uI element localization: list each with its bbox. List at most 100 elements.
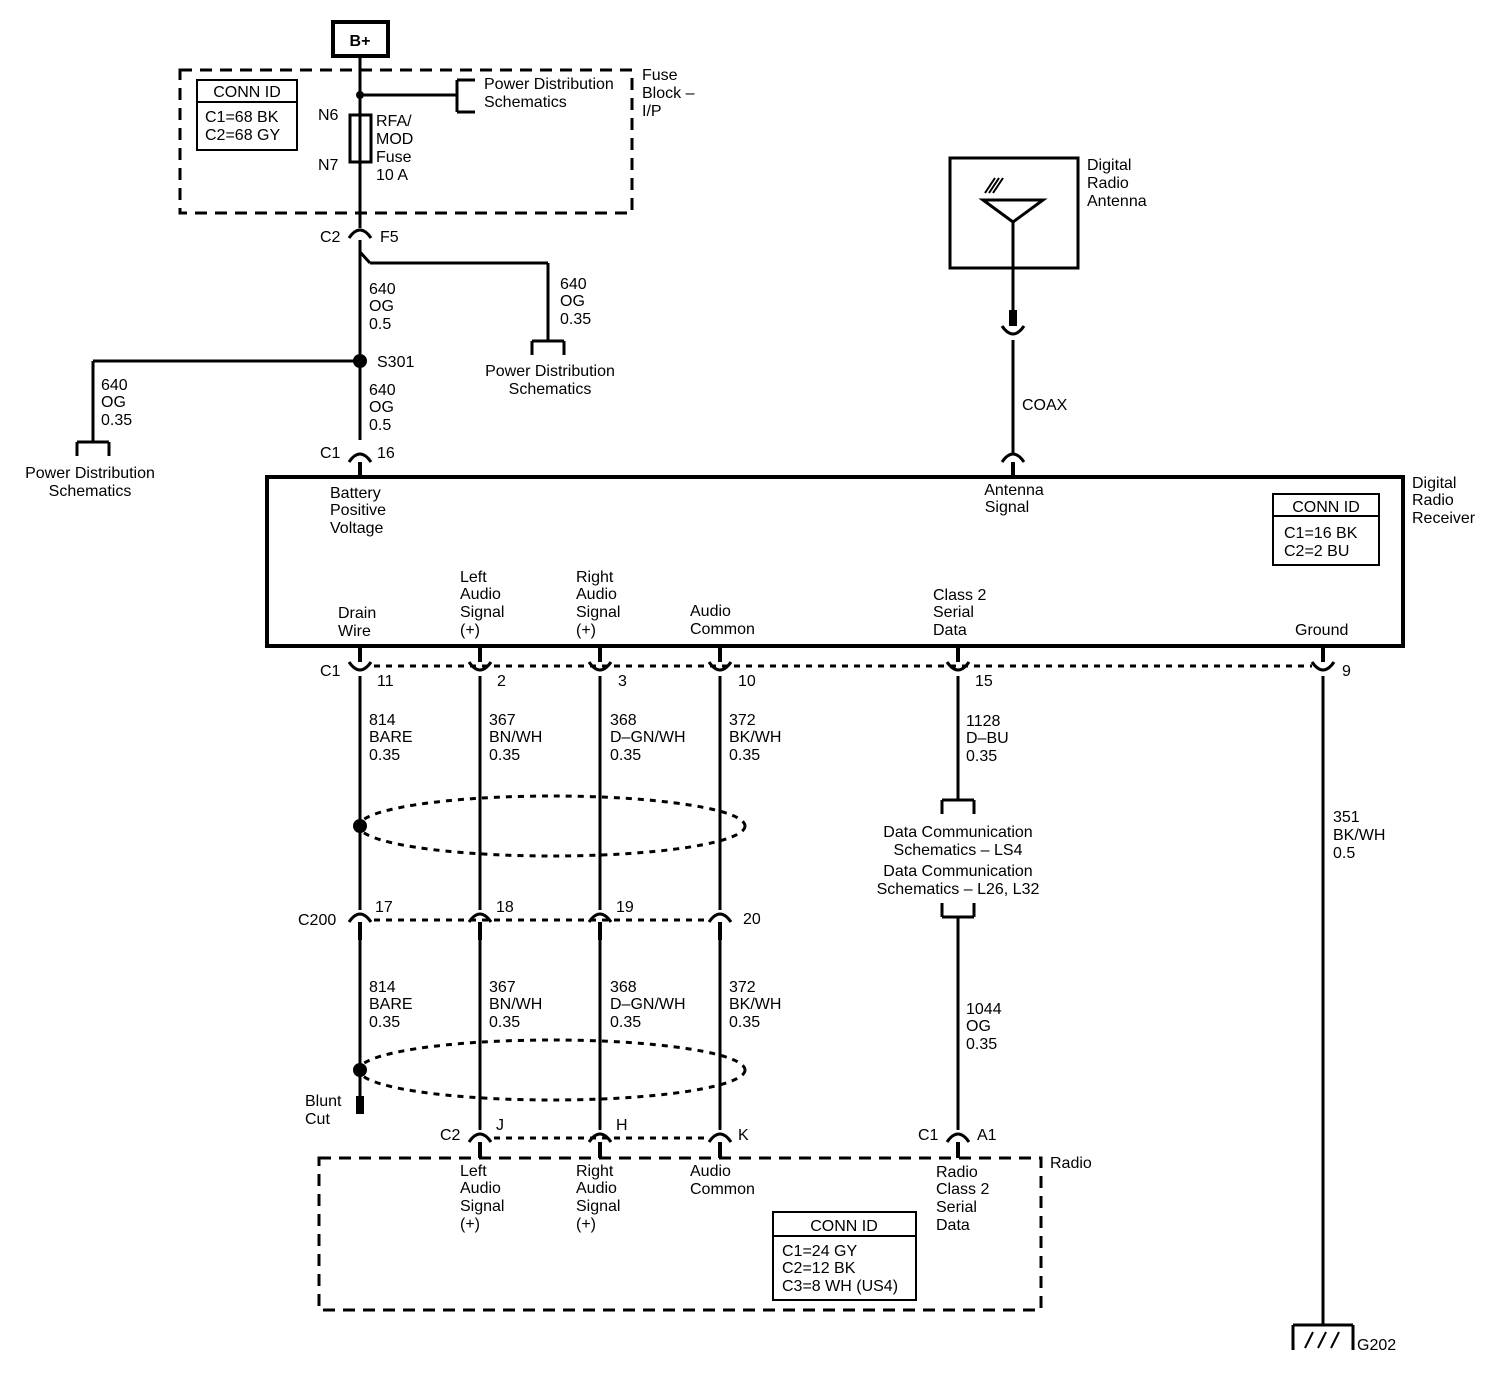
fuse-block-title: Fuse xyxy=(642,67,678,84)
battery-voltage-label: Voltage xyxy=(330,520,383,537)
wire-label: 814 BARE 0.35 xyxy=(369,712,413,764)
pin-number: 15 xyxy=(975,673,993,690)
right-audio-label: Right xyxy=(576,569,614,586)
pin-2: 2 xyxy=(467,646,506,690)
pin-number: 2 xyxy=(497,673,506,690)
battery-label: B+ xyxy=(350,33,371,50)
battery-voltage-label: Positive xyxy=(330,502,386,519)
drain-wire-label: Wire xyxy=(338,623,371,640)
pin-number: K xyxy=(738,1127,749,1144)
shield-upper xyxy=(357,794,747,858)
radio-conn-line: C3=8 WH (US4) xyxy=(782,1278,898,1295)
receiver-conn-id xyxy=(1272,493,1380,566)
right-audio-label: (+) xyxy=(576,622,596,639)
audio-common-label: Audio xyxy=(690,603,731,620)
wire-gauge: 0.35 xyxy=(610,747,641,764)
connector-pin: 16 xyxy=(377,445,395,462)
wire-gauge: 0.35 xyxy=(101,412,132,429)
wire-color: BK/WH xyxy=(1333,827,1385,844)
coax-connector xyxy=(1000,310,1026,336)
pds-left-stub: Power Distribution Schematics xyxy=(25,440,155,500)
ground-icon xyxy=(1304,1331,1340,1349)
wire-number: 367 xyxy=(489,979,516,996)
pds-left-label: Schematics xyxy=(49,483,132,500)
data-comm-stub-bottom xyxy=(940,903,976,919)
wire-640-lower-label: 640 OG 0.5 xyxy=(369,382,396,434)
radio-class2-label: Radio xyxy=(936,1164,978,1181)
radio-left-audio-label: (+) xyxy=(460,1216,480,1233)
pin-11: 11 xyxy=(347,646,394,690)
wire-color: BN/WH xyxy=(489,729,542,746)
wire-color: OG xyxy=(369,399,394,416)
radio-right-audio-label: (+) xyxy=(576,1216,596,1233)
wire-number: 640 xyxy=(560,276,587,293)
c200-pin-18: 18 xyxy=(467,899,514,940)
pin-number: 18 xyxy=(496,899,514,916)
receiver-bottom-pins: 11 2 3 10 15 9 xyxy=(347,646,1351,690)
drain-wire-label: Drain xyxy=(338,605,376,622)
fuse-block-conn-line: C1=68 BK xyxy=(205,109,279,126)
wire-label: 368 D–GN/WH 0.35 xyxy=(610,712,686,764)
wire-number: 368 xyxy=(610,979,637,996)
wire-gauge: 0.35 xyxy=(729,1014,760,1031)
data-comm-labels: Data Communication Schematics – LS4 Data… xyxy=(877,824,1040,898)
data-comm-label: Schematics – LS4 xyxy=(894,842,1023,859)
data-comm-label: Data Communication xyxy=(883,863,1032,880)
pin-3: 3 xyxy=(587,646,627,690)
wire-number: 367 xyxy=(489,712,516,729)
radio-left-audio-label: Audio xyxy=(460,1180,501,1197)
fuse-block-conn-line: C2=68 GY xyxy=(205,127,280,144)
radio-class2-label: Data xyxy=(936,1217,970,1234)
radio-c2-label: C2 xyxy=(440,1127,461,1144)
pin-15: 15 xyxy=(945,646,993,690)
radio-module: Radio Left Audio Signal (+) Right Audio … xyxy=(317,1155,1092,1312)
receiver-title: Digital xyxy=(1412,475,1456,492)
pin-number: A1 xyxy=(977,1127,997,1144)
antenna-signal-label: Signal xyxy=(985,499,1029,516)
data-comm-label: Schematics – L26, L32 xyxy=(877,881,1040,898)
wire-color: OG xyxy=(369,298,394,315)
radio-class2-label: Serial xyxy=(936,1199,977,1216)
pds-right-stub: Power Distribution Schematics xyxy=(485,339,615,398)
radio-pin-j: J xyxy=(467,1117,504,1158)
wire-color: BARE xyxy=(369,996,413,1013)
wire-number: 368 xyxy=(610,712,637,729)
fuse-label: RFA/ xyxy=(376,113,412,130)
wire-1128-label: 1128 D–BU 0.35 xyxy=(966,713,1009,765)
wire-number: 640 xyxy=(369,281,396,298)
radio-pin-h: H xyxy=(587,1117,628,1158)
c200-pins: 17 18 19 20 xyxy=(347,899,761,940)
radio-right-audio-label: Audio xyxy=(576,1180,617,1197)
fuse-label: MOD xyxy=(376,131,413,148)
wire-color: OG xyxy=(560,293,585,310)
wire-gauge: 0.35 xyxy=(560,311,591,328)
receiver-bottom-conn-label: C1 xyxy=(320,663,341,680)
wire-color: D–GN/WH xyxy=(610,729,686,746)
fuse-block-conn-title: CONN ID xyxy=(213,84,281,101)
receiver-title: Radio xyxy=(1412,492,1454,509)
class2-label: Class 2 xyxy=(933,587,986,604)
wire-640-upper-label: 640 OG 0.5 xyxy=(369,281,396,333)
radio-pin-a1: C1 A1 xyxy=(918,1127,997,1158)
wire-number: 1128 xyxy=(966,713,1001,730)
radio-waves-icon xyxy=(984,177,1004,194)
left-audio-label: Left xyxy=(460,569,487,586)
fuse-pin-out: N7 xyxy=(318,157,339,174)
c200-label: C200 xyxy=(298,912,336,929)
wire-label: 372 BK/WH 0.35 xyxy=(729,979,781,1031)
left-audio-label: (+) xyxy=(460,622,480,639)
radio-left-audio-label: Signal xyxy=(460,1198,504,1215)
battery-terminal: B+ xyxy=(331,20,390,58)
data-comm-label: Data Communication xyxy=(883,824,1032,841)
connector-c1-16: C1 16 xyxy=(320,445,395,477)
radio-audio-common-label: Common xyxy=(690,1181,755,1198)
wire-label: 368 D–GN/WH 0.35 xyxy=(610,979,686,1031)
ground-g202: G202 xyxy=(1291,1323,1396,1354)
connector-label: C1 xyxy=(918,1127,939,1144)
receiver-conn-title: CONN ID xyxy=(1292,499,1360,516)
blunt-cut-label: Cut xyxy=(305,1111,330,1128)
pin-number: 17 xyxy=(375,899,393,916)
wire-gauge: 0.35 xyxy=(489,1014,520,1031)
fuse-block-pds-label: Power Distribution xyxy=(484,76,614,93)
radio-conn-line: C2=12 BK xyxy=(782,1260,856,1277)
